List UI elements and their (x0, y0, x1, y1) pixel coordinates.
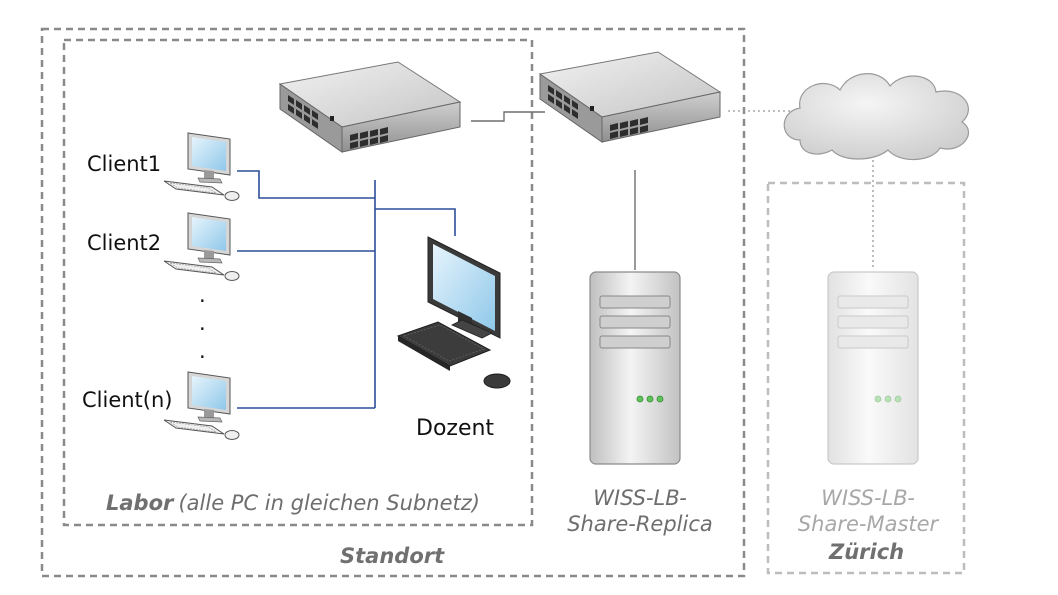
replica-server-label: WISS-LB- Share-Replica (555, 486, 725, 537)
standort-zone-border (40, 27, 746, 578)
zurich-zone-border (766, 181, 966, 575)
master-server-label: WISS-LB- Share-Master (783, 486, 953, 537)
replica-server-name-line1: WISS-LB- (593, 486, 687, 510)
labor-zone-border (62, 38, 534, 527)
standort-zone-label: Standort (340, 544, 445, 568)
cloud-icon (783, 73, 969, 161)
dozent-label: Dozent (416, 416, 495, 441)
labor-zone-subtitle: (alle PC in gleichen Subnetz) (178, 491, 480, 515)
labor-zone-title: Labor (106, 491, 174, 515)
client1-workstation-icon (163, 132, 240, 201)
labor-zone-label: Labor (alle PC in gleichen Subnetz) (106, 493, 480, 514)
clientn-label: Client(n) (82, 388, 173, 412)
site-switch-icon (539, 51, 721, 143)
master-server-name-line2: Share-Master (797, 511, 939, 536)
uplink-wiring (471, 111, 636, 270)
dozent-desktop-icon (396, 236, 511, 389)
replica-server-icon (589, 271, 681, 465)
lan-wiring (237, 170, 456, 409)
wan-wiring (728, 110, 874, 270)
client-ellipsis-dot: . (199, 311, 206, 335)
lab-switch-icon (279, 61, 461, 153)
client1-label: Client1 (87, 152, 162, 176)
master-server-icon (827, 271, 919, 465)
master-server-name-line1: WISS-LB- (821, 486, 915, 510)
replica-server-name-line2: Share-Replica (567, 511, 713, 536)
zurich-zone-label: Zürich (829, 540, 905, 564)
client2-label: Client2 (87, 231, 162, 255)
client-ellipsis-dot: . (199, 339, 206, 363)
clientn-workstation-icon (163, 371, 240, 440)
client2-workstation-icon (163, 212, 240, 281)
client-ellipsis-dot: . (199, 283, 206, 307)
